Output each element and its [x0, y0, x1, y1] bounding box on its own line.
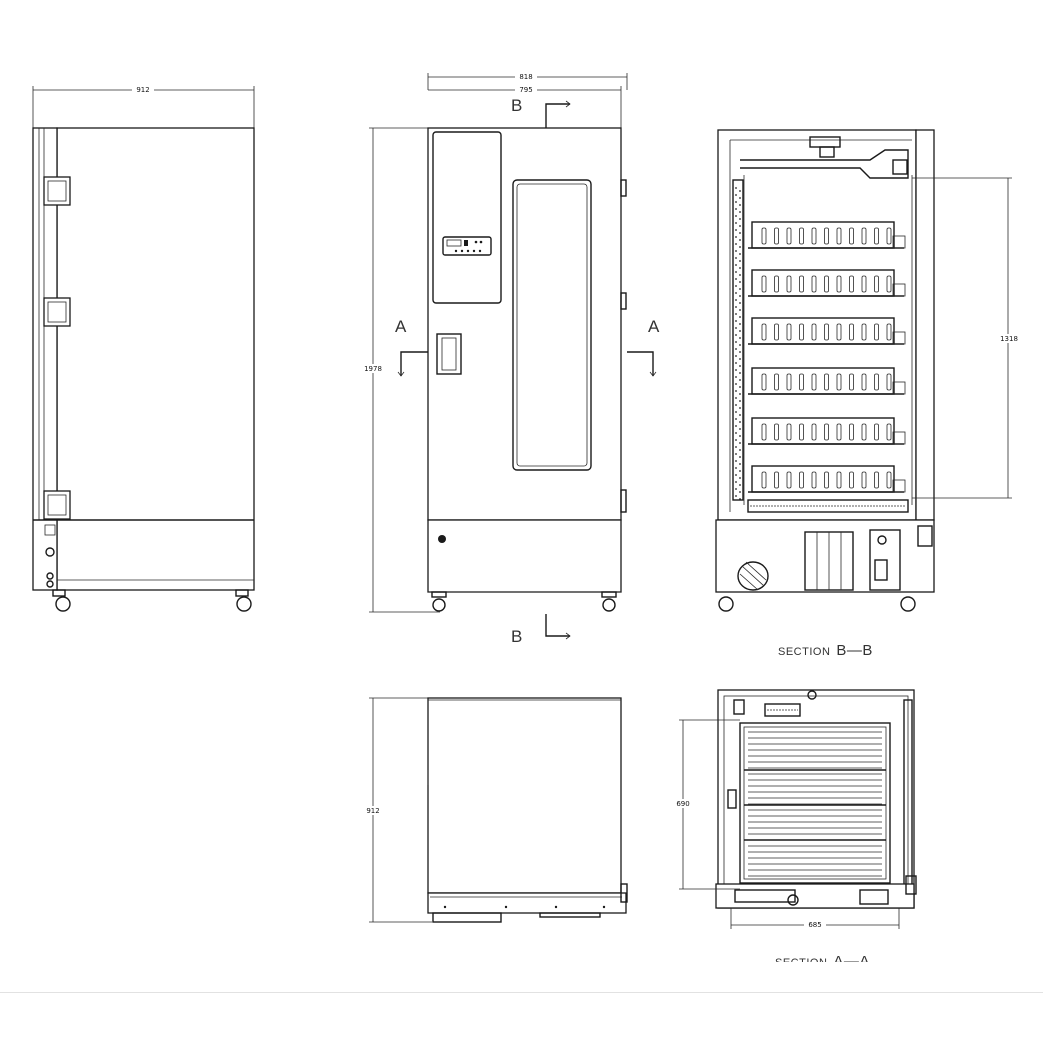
svg-text:A: A — [648, 317, 660, 336]
wire-shelf-grid — [744, 731, 886, 877]
svg-text:B: B — [511, 96, 522, 115]
glass-window — [512, 179, 592, 471]
side-view: 912 — [32, 85, 255, 612]
door-hinge — [43, 176, 71, 520]
control-display — [442, 236, 492, 256]
shelf — [735, 187, 906, 500]
page-divider — [0, 992, 1043, 993]
front-outer-width-dim: 818 — [519, 73, 532, 81]
front-height-dim: 1978 — [364, 365, 382, 373]
top-view: 912 — [362, 697, 628, 923]
side-width-dim: 912 — [136, 86, 149, 94]
front-inner-width-dim: 795 — [519, 86, 532, 94]
door-handle — [436, 333, 462, 375]
section-marker-b: B B — [511, 96, 571, 646]
section-bb-height-dim: 1318 — [1000, 335, 1018, 343]
top-depth-dim: 912 — [366, 807, 379, 815]
section-aa-width-dim: 685 — [808, 921, 821, 929]
section-aa-view: 690 685 SECTIONA—A — [672, 689, 917, 992]
svg-text:B: B — [511, 627, 522, 646]
front-view: 818 795 1978 — [362, 72, 660, 646]
section-marker-a: A A — [395, 317, 660, 377]
section-aa-depth-dim: 690 — [676, 800, 689, 808]
svg-text:A: A — [395, 317, 407, 336]
caster-wheel — [52, 589, 252, 612]
